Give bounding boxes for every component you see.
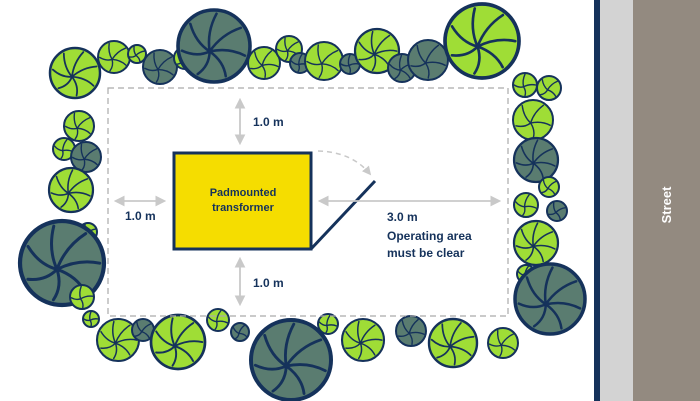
transformer-label-line2: transformer (212, 202, 274, 214)
bush-icon (339, 53, 361, 75)
door-leaf (309, 179, 377, 251)
bush-icon (230, 322, 250, 342)
bush-icon (353, 27, 401, 75)
clearance-zone-boundary (107, 87, 509, 317)
clearance-arrows (113, 97, 502, 307)
operating-distance-label: 3.0 m (387, 210, 418, 224)
bush-icon (512, 72, 538, 98)
bush-icon (69, 284, 95, 310)
transformer-box (172, 151, 313, 251)
bush-icon (536, 75, 562, 101)
operating-area-label-line1: Operating area (387, 229, 472, 243)
road (633, 0, 700, 401)
bush-icon (427, 317, 479, 369)
bush-icon (48, 46, 102, 100)
bush-icon (206, 308, 230, 332)
bush-icon (247, 46, 281, 80)
bush-icon (70, 141, 102, 173)
left-clearance-label: 1.0 m (125, 209, 156, 223)
bush-icon (513, 192, 539, 218)
operating-area-label-line2: must be clear (387, 246, 465, 260)
bush-icon (249, 318, 333, 401)
bush-icon (395, 315, 427, 347)
street-label: Street (659, 186, 674, 224)
bush-icon (149, 313, 207, 371)
bush-icon (304, 41, 344, 81)
bush-icon (538, 176, 560, 198)
bush-icon (127, 44, 147, 64)
bush-icon (17, 218, 107, 308)
bush-icon (52, 137, 76, 161)
bottom-clearance-label: 1.0 m (253, 276, 284, 290)
bush-icon (443, 2, 521, 80)
bush-icon (513, 262, 587, 336)
bush-icon (340, 317, 386, 363)
bush-icon (487, 327, 519, 359)
top-clearance-label: 1.0 m (253, 115, 284, 129)
bush-icon (63, 110, 95, 142)
footpath (600, 0, 633, 401)
transformer: Padmounted transformer (172, 151, 313, 251)
bush-icon (317, 313, 339, 335)
door-swing-arc (317, 150, 372, 176)
bush-icon (131, 318, 155, 342)
street: Street (594, 0, 700, 401)
bush-icon (82, 310, 100, 328)
bush-icon (142, 49, 178, 85)
bush-icon (95, 317, 141, 363)
bush-icon (546, 200, 568, 222)
bush-icon (512, 136, 560, 184)
bush-icon (512, 219, 560, 267)
door-swing-icon (309, 150, 377, 251)
bush-icon (47, 166, 95, 214)
bush-icon (176, 8, 252, 84)
bush-icon (97, 40, 131, 74)
transformer-label-line1: Padmounted (210, 187, 277, 199)
bush-icon (407, 39, 449, 81)
street-edge (594, 0, 600, 401)
bush-icon (512, 99, 554, 141)
bush-border (17, 2, 587, 401)
